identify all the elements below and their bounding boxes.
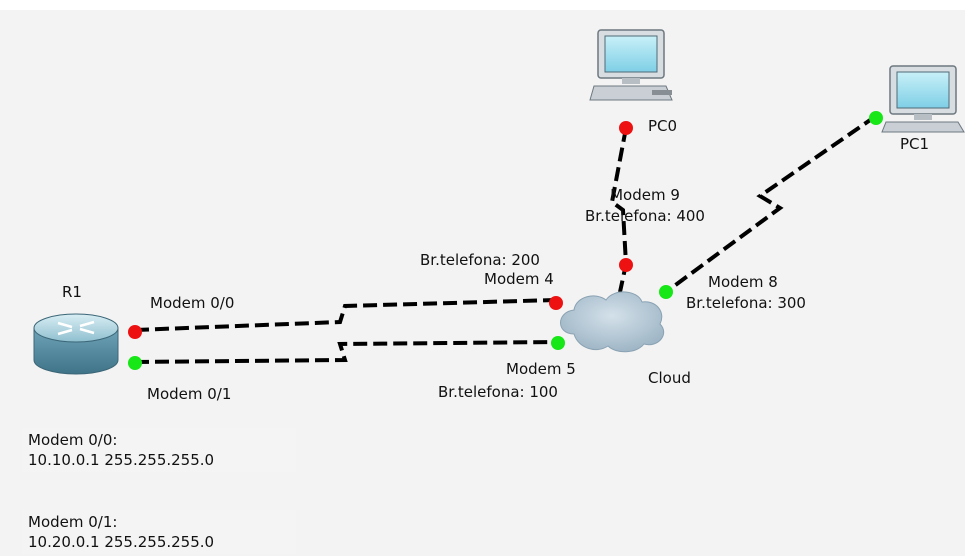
phone-label-modem9: Br.telefona: 400 [585,207,705,225]
link-dot-cloud-modem8 [659,285,673,299]
cable-pc0-cloud-modem9[interactable] [609,127,629,293]
note-title: Modem 0/0: [28,431,118,449]
port-label-r1-modem01: Modem 0/1 [147,385,232,403]
pc0-label: PC0 [648,117,678,135]
top-bar [0,0,965,10]
port-label-modem5: Modem 5 [506,360,576,378]
pc1-computer-icon[interactable] [881,65,965,133]
pc1-label: PC1 [900,135,930,153]
port-label-modem4: Modem 4 [484,270,554,288]
cloud-label: Cloud [648,369,691,387]
router-r1-icon[interactable] [33,313,119,375]
router-r1-label: R1 [62,283,82,301]
phone-label-modem5: Br.telefona: 100 [438,383,558,401]
note-address: 10.20.0.1 255.255.255.0 [28,533,215,551]
link-dot-r1-modem00 [128,325,142,339]
cable-r1-modem01-cloud-modem5[interactable] [134,340,559,364]
cable-r1-modem00-cloud-modem4[interactable] [134,298,557,332]
link-dot-pc0 [619,121,633,135]
note-title: Modem 0/1: [28,513,118,531]
link-dot-pc1 [869,111,883,125]
cloud-icon[interactable] [560,291,665,353]
note-address: 10.10.0.1 255.255.255.0 [28,451,215,469]
port-label-modem9: Modem 9 [610,186,680,204]
cable-pc1-cloud-modem8[interactable] [664,114,878,294]
link-dot-r1-modem01 [128,356,142,370]
port-label-modem8: Modem 8 [708,273,778,291]
port-label-r1-modem00: Modem 0/0 [150,294,235,312]
link-dot-cloud-modem9 [619,258,633,272]
link-dot-cloud-modem4 [549,296,563,310]
phone-label-modem4: Br.telefona: 200 [420,251,540,269]
pc0-computer-icon[interactable] [589,29,673,101]
link-dot-cloud-modem5 [551,336,565,350]
address-note-modem01: Modem 0/1: 10.20.0.1 255.255.255.0 [22,510,296,554]
address-note-modem00: Modem 0/0: 10.10.0.1 255.255.255.0 [22,428,296,472]
phone-label-modem8: Br.telefona: 300 [686,294,806,312]
